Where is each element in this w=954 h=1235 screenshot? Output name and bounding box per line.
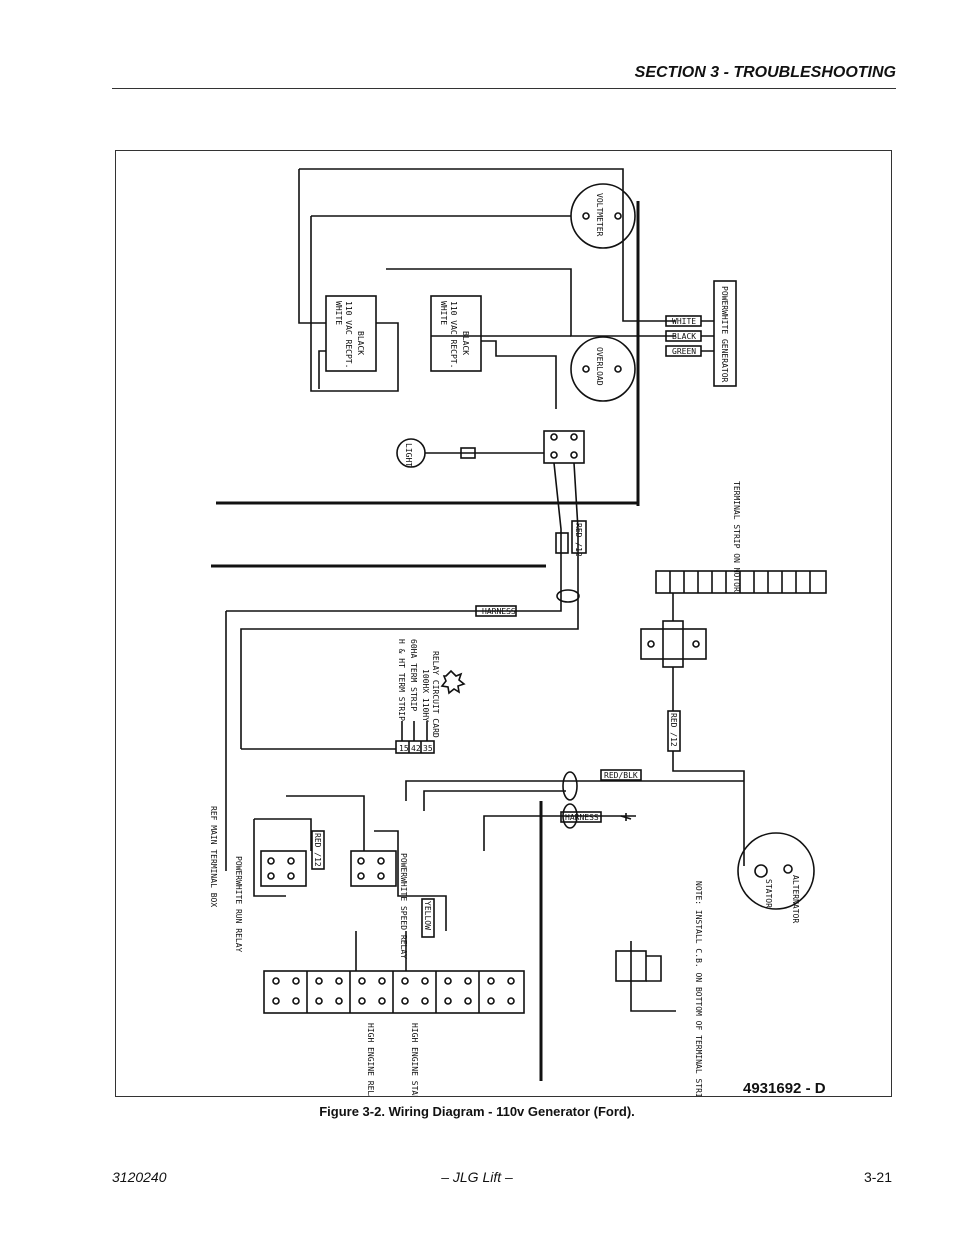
wire xyxy=(298,169,326,324)
wire-label-red: RED /12 xyxy=(574,523,583,557)
wire-label-yellow: YELLOW xyxy=(423,901,432,930)
mounting-bracket xyxy=(615,941,676,1012)
note-label: NOTE: INSTALL C.B. ON BOTTOM OF TERMINAL… xyxy=(694,881,703,1096)
wire xyxy=(318,350,326,389)
receptacle-label: 110 VAC RECPT. xyxy=(449,301,458,368)
diagram-frame: VOLTMETER OVERLOAD WHITE 110 VAC RECPT. … xyxy=(115,150,892,1097)
terminal-strip-label: TERMINAL STRIP ON MOTOR xyxy=(732,481,741,592)
section-title: SECTION 3 - TROUBLESHOOTING xyxy=(634,64,896,81)
wire-label-red-blk: RED/BLK xyxy=(604,771,638,780)
powerwhite-generator-strip: WHITE BLACK GREEN POWERWHITE GENERATOR xyxy=(665,280,737,387)
receptacle-label: 110 VAC RECPT. xyxy=(344,301,353,368)
receptacle-1: WHITE 110 VAC RECPT. BLACK xyxy=(325,295,377,372)
wire xyxy=(286,795,365,851)
burst-icon xyxy=(440,669,466,695)
receptacle-black-label: BLACK xyxy=(461,331,470,355)
wire-label-red: RED /12 xyxy=(669,713,678,747)
receptacle-black-label: BLACK xyxy=(356,331,365,355)
light: LIGHT xyxy=(396,438,426,468)
ground-icon xyxy=(620,813,632,821)
relay-card-label: RELAY CIRCUIT CARD xyxy=(431,651,440,738)
term-strip-cluster: 15 42 35 H & HT TERM STRIP 60HA TERM STR… xyxy=(395,639,466,754)
wire xyxy=(299,168,676,322)
terminal-block xyxy=(543,430,585,464)
doc-number: 3120240 xyxy=(112,1169,167,1185)
drawing-number: 4931692 - D xyxy=(743,1080,826,1097)
wire xyxy=(310,216,399,392)
voltmeter: VOLTMETER xyxy=(570,183,636,249)
wire xyxy=(226,462,562,612)
wire-label-green: GREEN xyxy=(672,347,696,356)
wire xyxy=(483,815,636,851)
wire-label-white: WHITE xyxy=(672,317,696,326)
term-15: 15 xyxy=(399,744,409,753)
voltmeter-label: VOLTMETER xyxy=(595,193,604,237)
term-hm-label: H & HT TERM STRIP xyxy=(397,639,406,721)
wire-tag xyxy=(560,811,602,823)
speed-relay-label: POWERWHITE SPEED RELAY xyxy=(399,853,408,959)
splice xyxy=(562,803,578,829)
term-42: 42 xyxy=(411,744,421,753)
receptacle-white-label: WHITE xyxy=(334,301,343,325)
run-relay-label: POWERWHITE RUN RELAY xyxy=(234,856,243,953)
relay-terminal-bank xyxy=(263,970,525,1014)
powerwhite-generator-label: POWERWHITE GENERATOR xyxy=(720,286,729,383)
wire xyxy=(374,830,447,931)
speed-relay: POWERWHITE SPEED RELAY xyxy=(350,850,408,959)
footer-brand: – JLG Lift – xyxy=(441,1169,513,1185)
light-label: LIGHT xyxy=(404,443,413,467)
alternator-label: ALTERNATOR xyxy=(791,875,800,923)
wire-tag xyxy=(600,769,642,781)
wire xyxy=(672,751,745,866)
wire xyxy=(423,790,566,811)
wire-tag xyxy=(571,520,587,554)
wiring-diagram: VOLTMETER OVERLOAD WHITE 110 VAC RECPT. … xyxy=(209,168,827,1096)
fuse-icon xyxy=(555,532,569,554)
splice xyxy=(562,771,578,801)
high-engine-relay-label: HIGH ENGINE RELAY xyxy=(366,1023,375,1096)
high-engine-start-relay-label: HIGH ENGINE START RELAY xyxy=(410,1023,419,1096)
wire-label-red: RED /12 xyxy=(313,833,322,867)
fuse-icon xyxy=(460,447,476,459)
wire xyxy=(240,462,579,749)
stator-label: STATOR xyxy=(764,879,773,908)
wire xyxy=(405,780,744,801)
wire xyxy=(481,340,557,409)
receptacle-white-label: WHITE xyxy=(439,301,448,325)
term-100hx-label: 100HX 110HY xyxy=(421,669,430,722)
figure-caption: Figure 3-2. Wiring Diagram - 110v Genera… xyxy=(319,1104,635,1119)
overload-breaker: OVERLOAD xyxy=(570,336,636,402)
wire-label-black: BLACK xyxy=(672,332,696,341)
overload-label: OVERLOAD xyxy=(595,347,604,386)
wire-tag xyxy=(667,710,681,752)
motor-terminal-strip: TERMINAL STRIP ON MOTOR xyxy=(655,481,827,594)
wire-tag xyxy=(311,830,325,870)
wire xyxy=(386,268,676,337)
ref-main-box-label: REF MAIN TERMINAL BOX xyxy=(209,806,218,907)
term-60ha-label: 60HA TERM STRIP xyxy=(409,639,418,711)
wire-label-harness: HARNESS xyxy=(565,813,599,822)
wire-label-harness: HARNESS xyxy=(482,607,516,616)
header-rule xyxy=(112,88,896,89)
splice xyxy=(556,589,580,603)
page-number: 3-21 xyxy=(863,1169,892,1185)
run-relay: POWERWHITE RUN RELAY xyxy=(234,850,307,953)
receptacle-2: WHITE 110 VAC RECPT. BLACK xyxy=(430,295,482,372)
circuit-breaker xyxy=(640,620,707,668)
bus-lines xyxy=(211,201,640,1081)
term-35: 35 xyxy=(423,744,433,753)
wire xyxy=(253,818,312,897)
alternator: STATOR ALTERNATOR xyxy=(737,832,815,923)
wire-tag xyxy=(475,605,517,617)
wire-tag xyxy=(421,898,435,938)
